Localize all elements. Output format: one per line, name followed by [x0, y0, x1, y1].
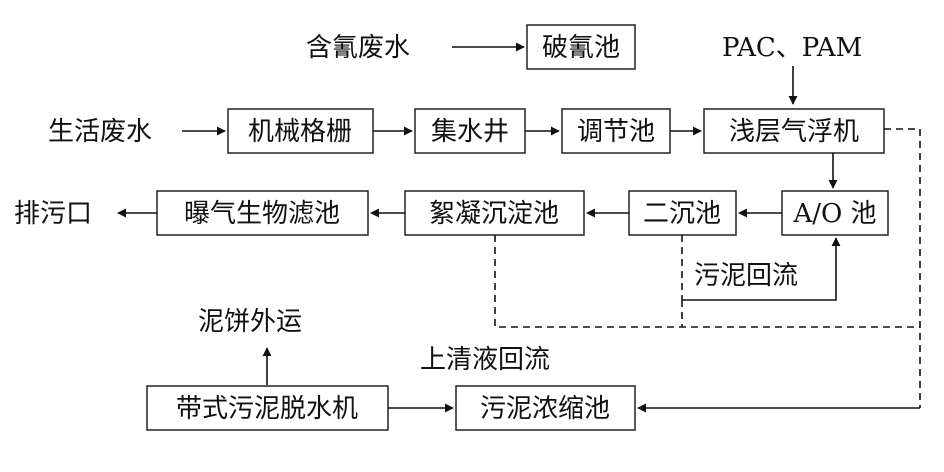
label-sludge-cake-transport: 泥饼外运	[198, 307, 302, 337]
box-sump-well	[414, 108, 526, 154]
box-sludge-thickening-tank	[455, 385, 636, 431]
label-belt-sludge-dewatering: 带式污泥脱水机	[176, 394, 358, 424]
box-cyanide-breaking-tank	[526, 24, 636, 70]
label-cyanide-wastewater: 含氰废水	[306, 33, 410, 63]
label-pac-pam: PAC、PAM	[722, 33, 862, 63]
label-cyanide-breaking-tank: 破氰池	[542, 33, 620, 63]
label-sump-well: 集水井	[431, 117, 509, 147]
label-mechanical-grille: 机械格栅	[248, 117, 352, 147]
label-flocculation-sedimentation-tank: 絮凝沉淀池	[429, 199, 559, 229]
label-domestic-wastewater: 生活废水	[48, 117, 152, 147]
label-ao-tank: A/O 池	[792, 199, 876, 229]
label-biological-aerated-filter: 曝气生物滤池	[184, 199, 340, 229]
dashed-line-flotation-sludge	[884, 128, 921, 408]
label-supernatant-return: 上清液回流	[420, 345, 550, 375]
dashed-line-flocculation-sludge	[494, 235, 920, 328]
box-ao-tank	[781, 190, 889, 236]
label-sludge-return: 污泥回流	[694, 261, 798, 291]
box-mechanical-grille	[227, 108, 374, 154]
box-shallow-air-flotation	[703, 108, 885, 154]
arrow-sludge-return	[682, 237, 841, 301]
label-regulating-tank: 调节池	[577, 117, 655, 147]
label-sludge-thickening-tank: 污泥浓缩池	[480, 394, 610, 424]
box-biological-aerated-filter	[156, 190, 369, 236]
label-discharge-outlet: 排污口	[14, 199, 92, 229]
box-secondary-settling-tank	[628, 190, 737, 236]
box-flocculation-sedimentation-tank	[404, 190, 585, 236]
label-shallow-air-flotation: 浅层气浮机	[729, 117, 859, 147]
label-secondary-settling-tank: 二沉池	[643, 199, 721, 229]
